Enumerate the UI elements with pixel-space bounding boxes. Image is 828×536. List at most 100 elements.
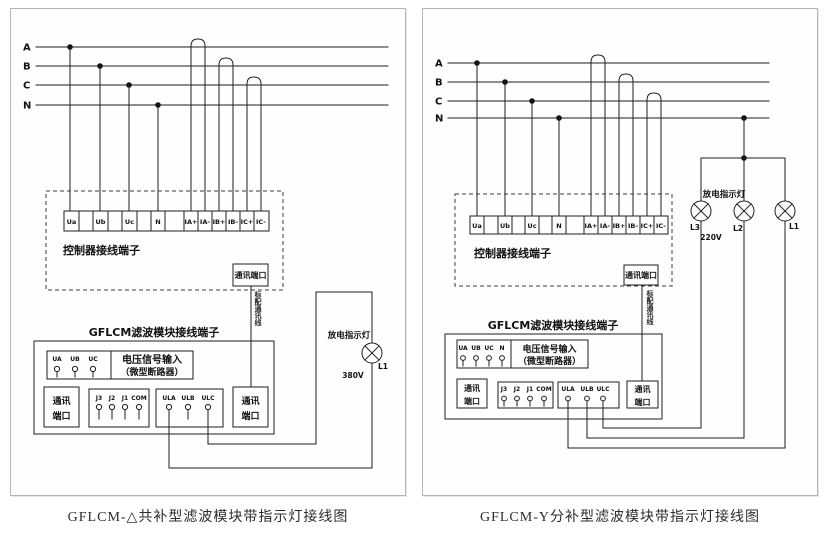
module-title: GFLCM滤波模块接线端子	[89, 325, 220, 339]
comm-port-label: 通讯	[52, 395, 70, 407]
terminal-label: IB-	[228, 218, 238, 226]
terminal-label: ULB	[580, 386, 594, 393]
module-comm-port-left: 通讯 端口	[43, 386, 80, 428]
bus-label-n: N	[435, 114, 443, 125]
comm-port-label: 端口	[635, 397, 651, 407]
terminal-label: IB+	[613, 222, 626, 230]
terminal-label: ULC	[596, 386, 610, 393]
terminal-label: UA	[458, 345, 468, 352]
controller-terminal-strip: Ua Ub Uc N IA+ IA- IB+ IB- IC+ IC-	[63, 210, 270, 232]
voltage-input-label: 电压信号输入	[122, 353, 182, 366]
bus-label-c: C	[23, 81, 30, 92]
bus-lines	[447, 62, 770, 119]
terminal-label: IC+	[641, 222, 654, 230]
voltage-tap-wires	[69, 46, 159, 212]
comm-cable-label: 标配通讯线	[646, 290, 654, 325]
bus-label-c: C	[435, 97, 442, 108]
module-comm-port-left: 通讯 端口	[456, 378, 488, 409]
terminal-label: IC+	[241, 218, 254, 226]
terminal-label: IA+	[585, 222, 598, 230]
lamp-voltage-label: 380V	[342, 371, 364, 380]
current-loops	[190, 38, 262, 212]
module-box	[33, 340, 275, 435]
module-ul-terminals: ULA ULB ULC	[557, 381, 620, 409]
terminal-label: UC	[88, 356, 98, 363]
left-diagram-panel: A B C N Ua Ub Uc N	[10, 8, 406, 496]
bus-label-a: A	[435, 59, 443, 70]
module-box	[444, 333, 663, 420]
bus-label-a: A	[23, 43, 31, 54]
bus-labels: A B C N	[23, 43, 31, 112]
right-diagram-panel: A B C N Ua Ub U	[422, 8, 818, 496]
terminal-label: IA+	[185, 218, 198, 226]
voltage-input-box: 电压信号输入 （微型断路器）	[510, 339, 589, 369]
module-title: GFLCM滤波模块接线端子	[488, 318, 619, 332]
terminal-label: IC-	[256, 218, 266, 226]
lamp-l3-label: L3	[690, 223, 700, 232]
module-comm-port-right: 通讯 端口	[626, 380, 659, 409]
comm-port-label: 端口	[241, 410, 259, 422]
lamp-l1	[361, 342, 383, 364]
lamp-l2	[733, 200, 755, 222]
terminal-label: IC-	[656, 222, 666, 230]
bus-label-b: B	[23, 62, 31, 73]
terminal-label: Uc	[125, 218, 134, 226]
comm-port-label: 端口	[52, 410, 70, 422]
voltage-input-box: 电压信号输入 （微型断路器）	[110, 350, 194, 380]
controller-comm-port-label: 通讯端口	[235, 270, 267, 280]
terminal-label: ULA	[162, 395, 176, 402]
module-voltage-terminals: UA UB UC	[46, 350, 112, 380]
terminal-label: J3	[500, 386, 507, 393]
terminal-label: ULC	[201, 395, 215, 402]
module-voltage-terminals: UA UB UC N	[456, 339, 512, 369]
right-diagram-caption: GFLCM-Y分补型滤波模块带指示灯接线图	[479, 510, 760, 525]
terminal-label: N	[499, 345, 504, 352]
terminal-label: J1	[121, 395, 128, 402]
terminal-label: COM	[536, 386, 552, 393]
lamp-circuit-wires	[567, 117, 786, 449]
terminal-label: N	[155, 218, 160, 226]
terminal-label: COM	[131, 395, 147, 402]
terminal-label: IB-	[628, 222, 638, 230]
comm-port-label: 通讯	[241, 395, 259, 407]
left-diagram: A B C N Ua Ub Uc N	[23, 38, 389, 469]
comm-port-label: 通讯	[464, 383, 480, 393]
lamp-l3	[690, 200, 712, 222]
terminal-label: IA-	[600, 222, 610, 230]
terminal-label: J3	[95, 395, 102, 402]
terminal-label: IA-	[200, 218, 210, 226]
bus-labels: A B C N	[435, 59, 443, 125]
current-loops	[590, 54, 662, 217]
terminal-label: ULA	[561, 386, 575, 393]
controller-comm-port: 通讯端口	[232, 263, 269, 287]
terminal-label: ULB	[181, 395, 195, 402]
comm-cable-label: 标配通讯线	[254, 291, 262, 326]
lamp-l1	[774, 200, 796, 222]
controller-title: 控制器接线端子	[474, 246, 551, 260]
terminal-label: Ub	[96, 218, 106, 226]
module-j-terminals: J3 J2 J1 COM	[497, 381, 554, 409]
lamp-voltage-label: 220V	[700, 233, 722, 242]
voltage-input-label: 电压信号输入	[522, 343, 576, 355]
bus-label-n: N	[23, 101, 31, 112]
terminal-label: Ub	[500, 222, 510, 230]
lamp-l2-label: L2	[733, 224, 743, 233]
terminal-label: UC	[484, 345, 494, 352]
terminal-label: J2	[108, 395, 115, 402]
module-comm-port-right: 通讯 端口	[232, 386, 269, 428]
terminal-label: J1	[526, 386, 533, 393]
terminal-label: Ua	[67, 218, 77, 226]
breaker-label: （微型断路器）	[120, 366, 183, 378]
discharge-lamp-label: 放电指示灯	[702, 189, 746, 200]
junction-dots	[67, 44, 161, 108]
comm-port-label: 通讯	[635, 384, 651, 394]
controller-terminal-strip: Ua Ub Uc N IA+ IA- IB+ IB- IC+ IC-	[469, 215, 669, 235]
terminal-label: IB+	[213, 218, 226, 226]
comm-port-label: 端口	[464, 396, 480, 406]
voltage-tap-wires	[476, 62, 560, 217]
terminal-label: N	[556, 222, 561, 230]
terminal-label: UA	[52, 356, 62, 363]
module-j-terminals: J3 J2 J1 COM	[88, 388, 150, 428]
bus-label-b: B	[435, 78, 443, 89]
right-diagram: A B C N Ua Ub U	[435, 54, 799, 449]
